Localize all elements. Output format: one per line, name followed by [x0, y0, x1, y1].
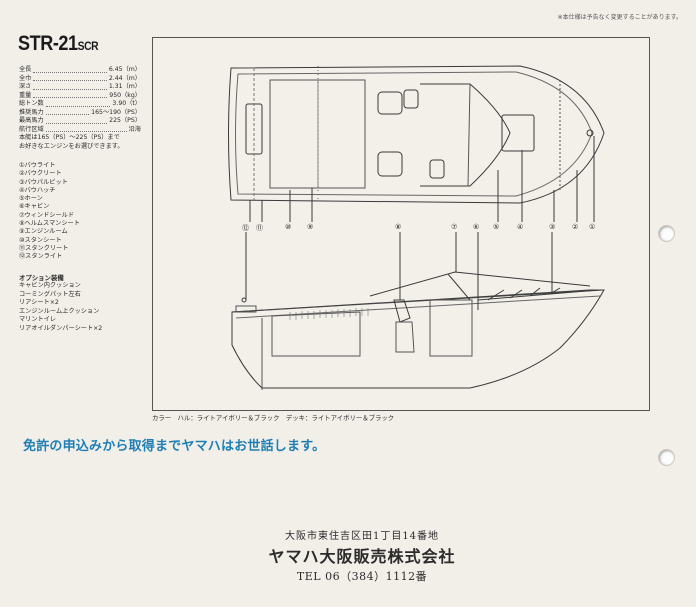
list-item: リアシート×2	[19, 299, 59, 307]
list-item: ⑦ウィンドシールド	[19, 211, 75, 219]
dealer-company: ヤマハ大阪販売株式会社	[268, 547, 456, 566]
callout-6: ⑥	[473, 223, 480, 231]
model-main: STR-21	[18, 32, 78, 55]
spec-change-note: ※本仕様は予告なく変更することがあります。	[557, 14, 682, 21]
callout-10: ⑩	[285, 223, 292, 231]
callout-7: ⑦	[451, 223, 458, 231]
list-item: ⑤ホーン	[19, 195, 43, 203]
list-item: ①バウライト	[19, 162, 56, 169]
options-list: キャビン内クッション コーミングパット左右 リアシート×2 エンジンルーム上クッ…	[19, 282, 102, 334]
parts-list: ①バウライト ②バウクリート ③バウパルピット ④バウハッチ ⑤ホーン ⑥キャビ…	[19, 162, 80, 262]
dealer-stamp: 大阪市東住吉区田1丁目14番地 ヤマハ大阪販売株式会社 TEL 06（384）1…	[262, 527, 462, 584]
list-item: ④バウハッチ	[19, 186, 56, 194]
callout-3: ③	[549, 223, 556, 231]
list-item: キャビン内クッション	[19, 282, 81, 289]
callout-12: ⑫	[242, 224, 249, 232]
model-title: STR-21SCR	[18, 32, 99, 56]
list-item: エンジンルーム上クッション	[19, 307, 100, 315]
spec-note: お好きなエンジンをお選びできます。	[19, 142, 124, 150]
list-item: ⑫スタンライト	[19, 253, 63, 261]
callout-2: ②	[572, 223, 579, 231]
list-item: ⑥キャビン	[19, 203, 50, 211]
list-item: ⑨エンジンルーム	[19, 228, 68, 236]
callout-1: ①	[589, 223, 596, 231]
dealer-tel: TEL 06（384）1112番	[296, 570, 428, 583]
list-item: ⑧ヘルムスマンシート	[19, 220, 80, 228]
list-item: コーミングパット左右	[19, 290, 81, 298]
callout-5: ⑤	[493, 223, 500, 231]
color-info: カラー ハル：ライトアイボリー＆ブラック デッキ：ライトアイボリー＆ブラック	[152, 414, 395, 422]
list-item: リアオイルダンパーシート×2	[19, 324, 103, 332]
spec-row: 航行区域沿海	[19, 125, 141, 133]
slogan: 免許の申込みから取得までヤマハはお世話します。	[23, 439, 326, 454]
list-item: マリントイレ	[19, 316, 57, 324]
callout-9: ⑨	[307, 223, 314, 231]
options-title: オプション装備	[19, 274, 64, 282]
binder-hole	[659, 226, 674, 241]
callout-8: ⑧	[395, 223, 402, 231]
callout-4: ④	[517, 223, 524, 231]
list-item: ⑪スタンクリート	[19, 244, 69, 252]
dealer-address: 大阪市東住吉区田1丁目14番地	[284, 531, 440, 542]
model-suffix: SCR	[77, 39, 99, 53]
spec-note: 本艇は165（PS）〜225（PS）まで	[19, 134, 120, 141]
list-item: ⑩スタンシート	[19, 236, 62, 244]
callout-11: ⑪	[256, 224, 263, 232]
list-item: ③バウパルピット	[19, 178, 68, 186]
list-item: ②バウクリート	[19, 170, 62, 178]
binder-hole	[659, 450, 674, 465]
